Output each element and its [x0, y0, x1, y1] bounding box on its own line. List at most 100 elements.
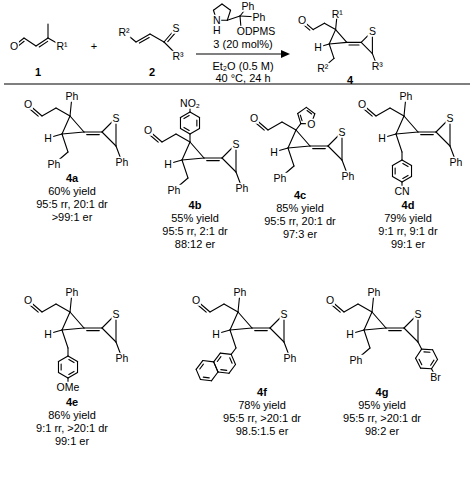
atom-label: Ph [449, 157, 464, 168]
condition-text: 3 (20 mol%) [212, 39, 273, 50]
atom-label: H [211, 329, 221, 340]
bond [432, 360, 438, 369]
bond [190, 129, 200, 135]
bond [222, 4, 231, 10]
bond [252, 327, 270, 328]
atom-label: O [297, 15, 307, 26]
bond [207, 160, 220, 161]
bond [70, 312, 84, 328]
atom-label: H [345, 329, 355, 340]
atom-label: S [413, 309, 422, 320]
bond [56, 304, 70, 312]
bond [196, 361, 203, 370]
atom-label: Ph [65, 287, 80, 298]
atom-label: Ph [115, 353, 130, 364]
atom-label: S [337, 127, 346, 138]
atom-label: H [43, 329, 53, 340]
bond [199, 118, 200, 129]
atom-label: O [357, 99, 367, 110]
condition-text: Et₂O (0.5 M) [211, 61, 274, 72]
result-text: 86% yield [47, 410, 97, 421]
bond [180, 129, 190, 135]
atom-label: S [171, 23, 180, 34]
atom-label: S [445, 113, 454, 124]
result-text: 95:5 rr, 20:1 dr [35, 199, 109, 210]
bond [69, 360, 74, 363]
result-text: 9:1 rr, 9:1 dr [377, 226, 438, 237]
bond [376, 108, 390, 116]
atom-label: Ph [115, 157, 130, 168]
bond [404, 116, 418, 132]
atom-label: Ph [47, 159, 62, 170]
bond [364, 328, 386, 330]
bond [424, 351, 430, 352]
result-text: 95:5 rr, 2:1 dr [161, 226, 228, 237]
bond [47, 24, 48, 38]
bond [231, 348, 236, 354]
result-text: 60% yield [47, 186, 97, 197]
result-text: 95:5 rr, >20:1 dr [222, 413, 302, 424]
compound-number: 4g [375, 387, 390, 398]
atom-label: H [313, 42, 323, 53]
atom-label: ODPMS [236, 26, 277, 37]
atom-label: O [9, 41, 19, 52]
bond [196, 369, 200, 379]
bond [62, 312, 70, 330]
bond [390, 108, 404, 116]
bond [364, 330, 370, 348]
bond [62, 330, 68, 348]
result-text: 98.5:1.5 er [235, 426, 290, 437]
bond [418, 131, 436, 132]
atom-label: H [43, 133, 53, 144]
bond [176, 134, 190, 142]
bond [411, 166, 412, 177]
bond [214, 362, 218, 372]
bond [329, 44, 334, 58]
atom-label: S [231, 139, 240, 150]
bond [431, 360, 434, 365]
bond [69, 371, 74, 374]
result-text: 99:1 er [54, 436, 90, 447]
atom-label: R¹ [55, 41, 68, 52]
bond [229, 365, 236, 374]
atom-label: Ph [235, 183, 250, 194]
result-text: 99:1 er [390, 239, 426, 250]
bond [422, 349, 433, 351]
atom-label: Ph [367, 287, 382, 298]
bond [270, 328, 284, 342]
bond [419, 359, 422, 364]
bond [230, 358, 232, 364]
atom-label: H [212, 25, 222, 36]
bond [203, 377, 209, 379]
bond [401, 152, 402, 160]
separator-line [4, 83, 470, 84]
atom-label: Ph [241, 1, 256, 12]
atom-label: R¹ [331, 8, 344, 19]
compound-number: 4 [346, 75, 354, 86]
bond [62, 328, 84, 330]
bond [347, 42, 361, 43]
bond [24, 38, 36, 46]
bond [349, 44, 359, 45]
result-text: 95% yield [357, 400, 407, 411]
atom-label: OMe [56, 382, 81, 393]
atom-label: O [306, 119, 316, 130]
compound-number: 4d [401, 200, 416, 211]
bond [180, 118, 181, 129]
bond [336, 30, 347, 43]
bond [224, 304, 238, 312]
bond [329, 30, 335, 44]
bond [67, 348, 68, 356]
bond [282, 122, 296, 130]
bond [36, 38, 48, 46]
atom-label: O [23, 295, 33, 306]
bond [139, 37, 149, 43]
bond [364, 312, 372, 330]
atom-label: O [249, 113, 259, 124]
bond [62, 116, 70, 134]
bond [288, 148, 294, 166]
bond [300, 115, 302, 121]
atom-label: Ph [399, 91, 414, 102]
bond [203, 361, 214, 362]
bond [307, 110, 312, 113]
